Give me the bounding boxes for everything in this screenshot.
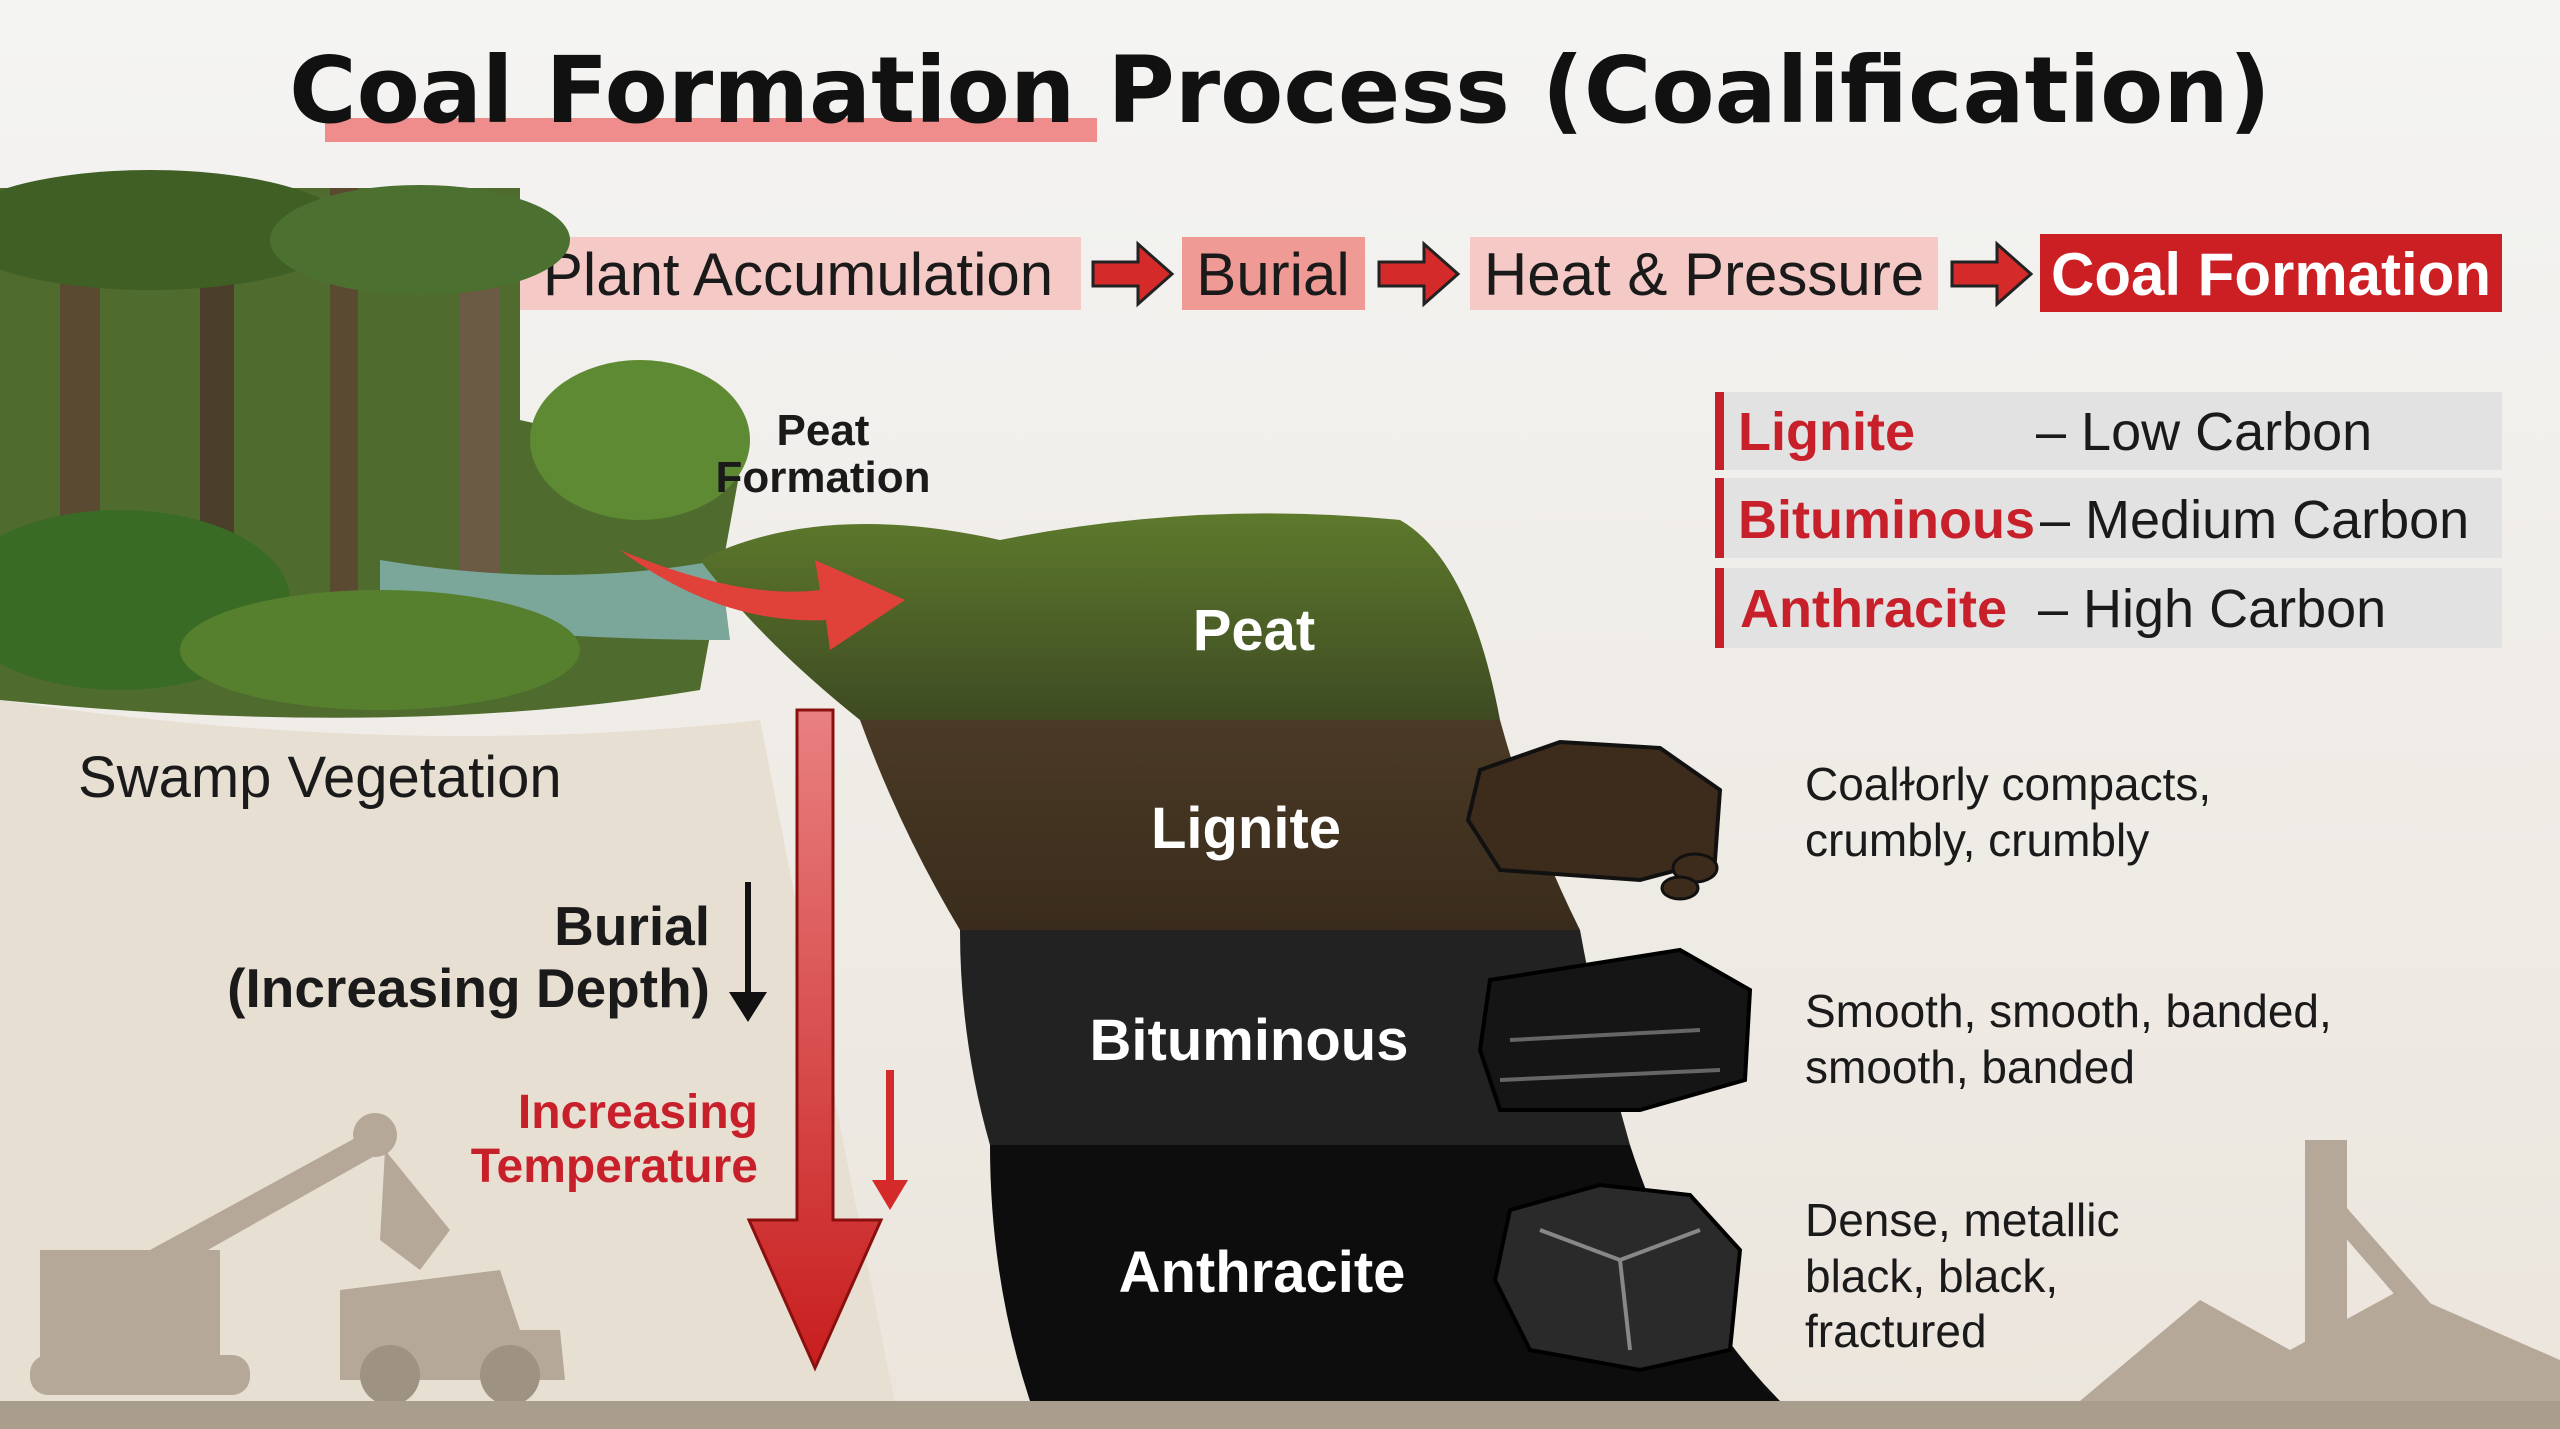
flow-step-heat-pressure <box>1470 237 1938 310</box>
anthracite-sample-icon <box>1492 1182 1743 1373</box>
temperature-label: Temperature <box>471 1140 758 1193</box>
flow-step-label: Heat & Pressure <box>1484 241 1924 308</box>
process-flow: Plant Accumulation Burial Heat & Pressur… <box>516 234 2502 312</box>
carbon-legend: Lignite – Low Carbon Bituminous – Medium… <box>1715 392 2502 648</box>
title-underline <box>325 118 1097 142</box>
right-arrow-icon <box>1377 240 1461 308</box>
legend-name: Lignite <box>1738 402 1915 462</box>
swamp-vegetation-label: Swamp Vegetation <box>78 745 562 810</box>
right-arrow-icon <box>1091 240 1175 308</box>
ground-strip <box>0 1401 2560 1429</box>
layer-label-anthracite: Anthracite <box>1119 1240 1406 1305</box>
flow-step-burial <box>1182 237 1365 310</box>
flow-step-coal-formation <box>2040 234 2502 312</box>
burial-arrow-icon <box>729 882 767 1022</box>
peat-formation-label: Formation <box>715 453 930 502</box>
bituminous-description: smooth, banded <box>1805 1041 2135 1093</box>
anthracite-description: fractured <box>1805 1305 1987 1357</box>
legend-desc: – Medium Carbon <box>2040 490 2469 550</box>
right-arrow-icon <box>1950 240 2034 308</box>
beige-ground <box>0 700 900 1429</box>
flow-step-label: Burial <box>1196 241 1349 308</box>
lignite-layer <box>860 720 1580 930</box>
anthracite-description: Dense, metallic <box>1805 1194 2119 1246</box>
peat-layer <box>700 513 1500 720</box>
layer-label-lignite: Lignite <box>1151 796 1341 861</box>
lignite-description: Coalɫorly compacts, <box>1805 758 2211 810</box>
coal-descriptions: Coalɫorly compacts, crumbly, crumbly Smo… <box>1805 758 2332 1357</box>
legend-name: Anthracite <box>1740 579 2007 639</box>
bituminous-sample-icon <box>1477 947 1753 1112</box>
layer-label-bituminous: Bituminous <box>1090 1008 1409 1073</box>
bituminous-description: Smooth, smooth, banded, <box>1805 985 2332 1037</box>
peat-formation-arrow-icon <box>620 550 905 650</box>
flow-step-plant-accumulation <box>516 237 1081 310</box>
flow-step-label: Plant Accumulation <box>543 241 1053 308</box>
lignite-description: crumbly, crumbly <box>1805 814 2149 866</box>
layer-label-peat: Peat <box>1193 598 1316 663</box>
burial-sublabel: (Increasing Depth) <box>227 957 710 1019</box>
dump-truck-icon <box>340 1270 565 1405</box>
temperature-arrow-icon <box>872 1070 908 1210</box>
flow-step-label: Coal Formation <box>2051 241 2491 308</box>
page-title: Coal Formation Process (Coalification) <box>289 37 2271 144</box>
legend-name: Bituminous <box>1738 490 2035 550</box>
burial-label: Burial <box>554 895 710 957</box>
drilling-rig-icon <box>2080 1140 2560 1410</box>
temperature-label: Increasing <box>518 1086 758 1139</box>
excavator-icon <box>30 1113 450 1395</box>
swamp-vegetation-illustration <box>0 170 750 718</box>
legend-desc: – Low Carbon <box>2036 402 2372 462</box>
peat-formation-label: Peat <box>777 406 870 455</box>
depth-arrow-icon <box>746 708 884 1372</box>
anthracite-description: black, black, <box>1805 1250 2058 1302</box>
bituminous-layer <box>960 930 1630 1145</box>
legend-desc: – High Carbon <box>2038 579 2386 639</box>
